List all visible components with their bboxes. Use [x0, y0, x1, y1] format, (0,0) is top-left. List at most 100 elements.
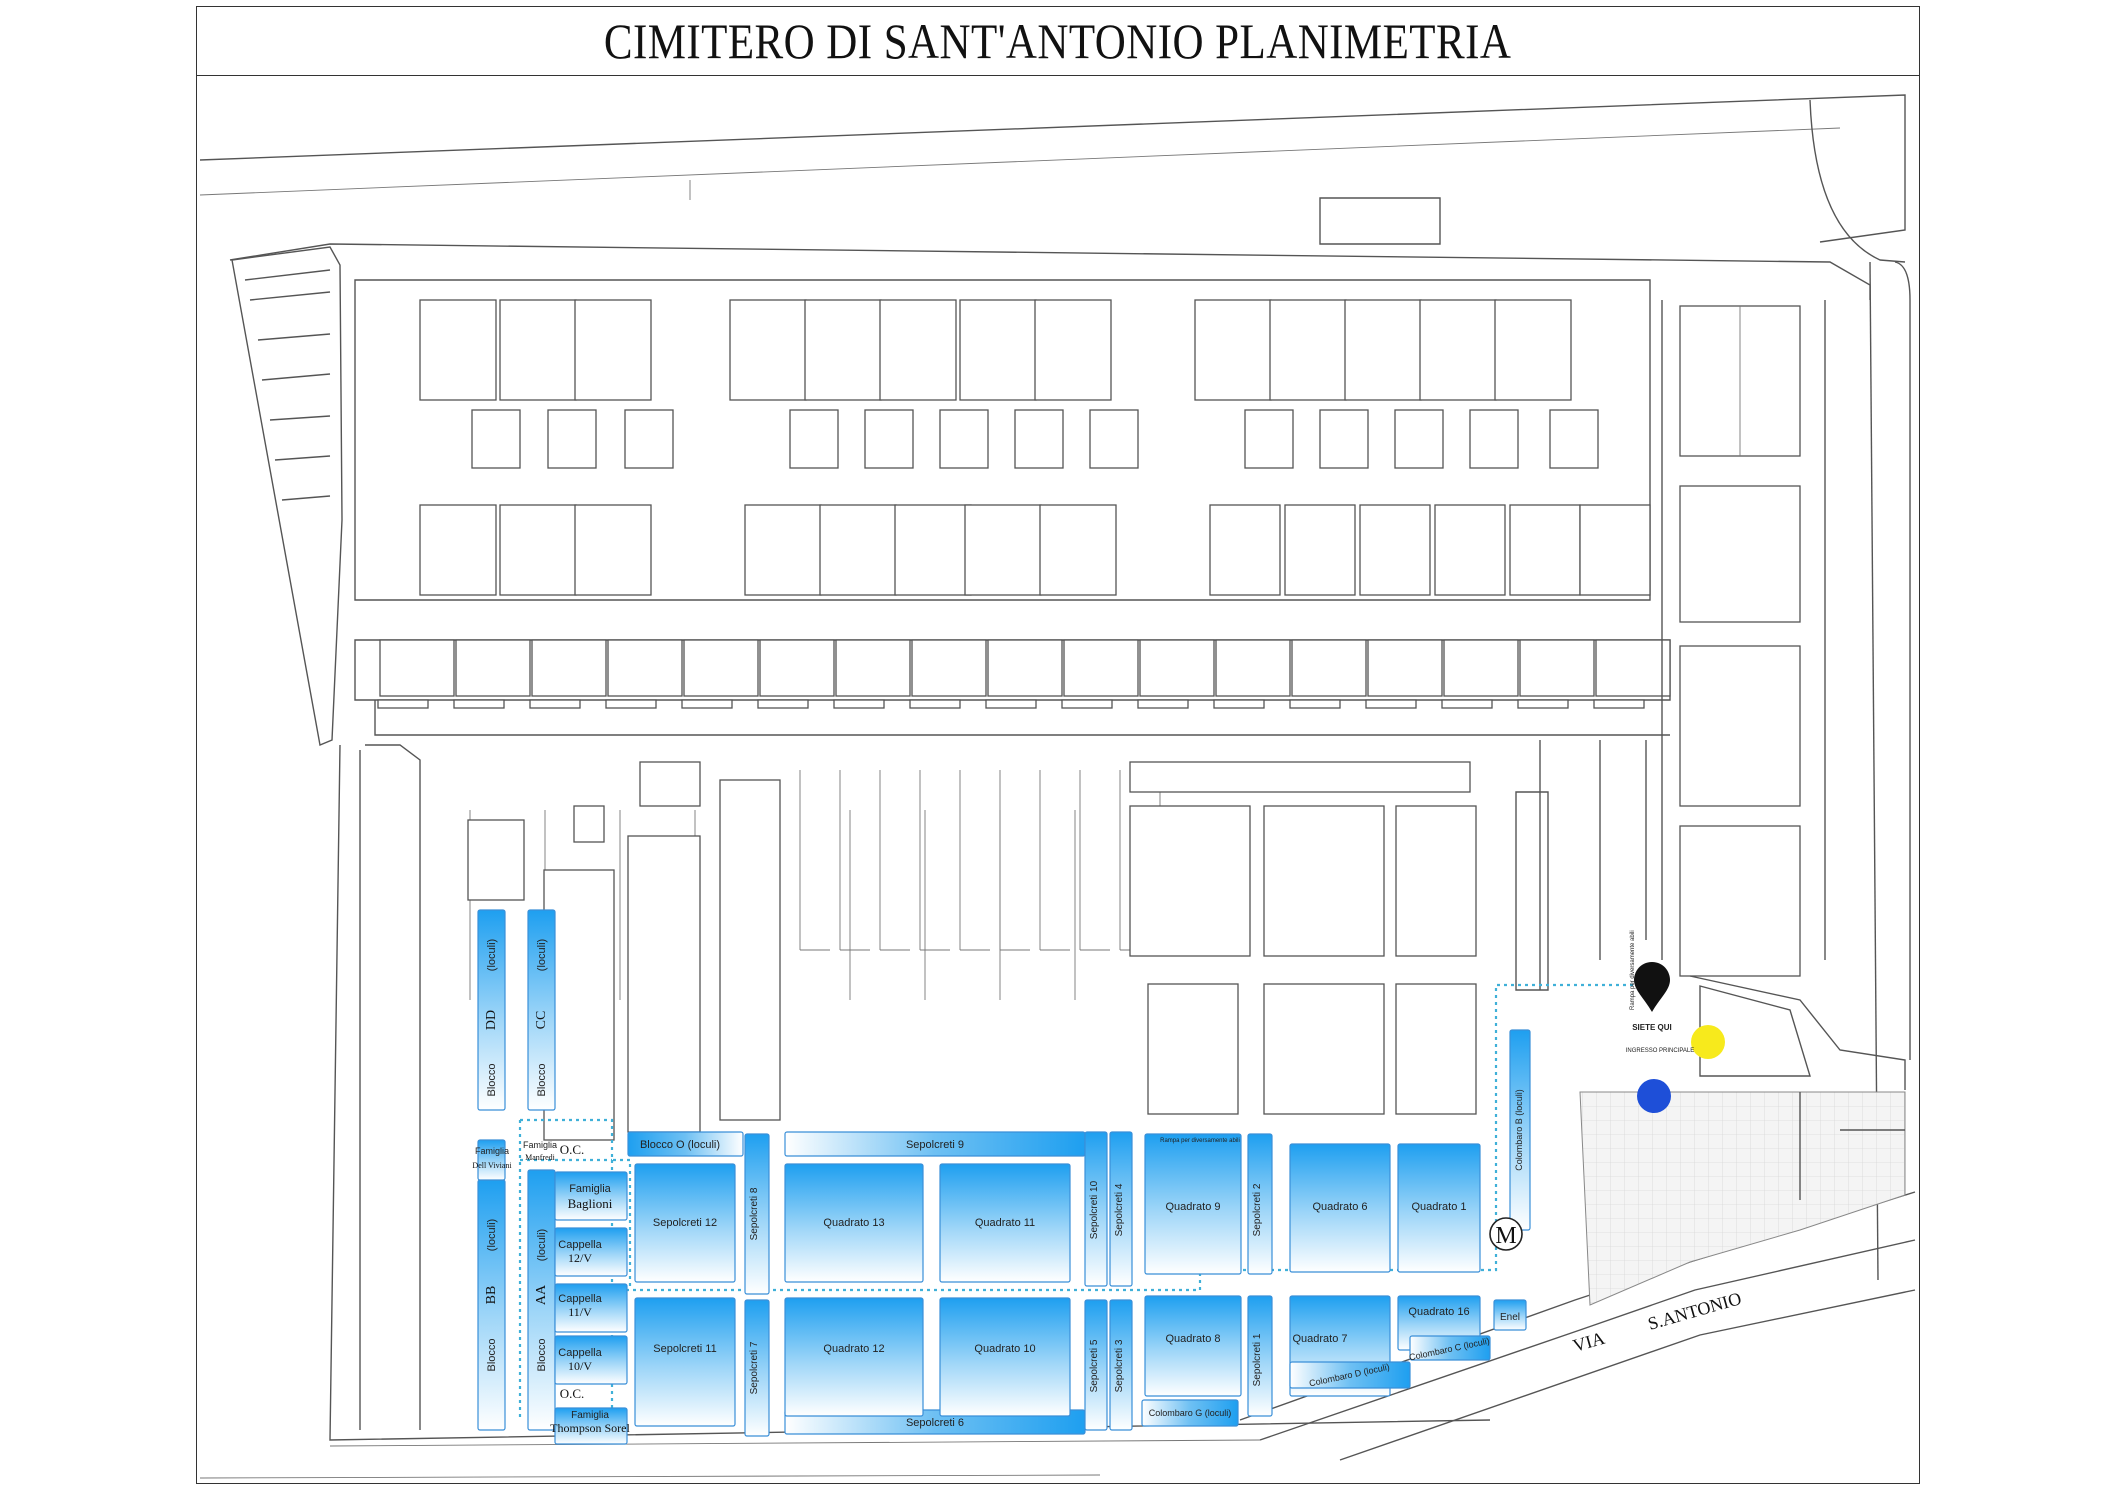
quadrato-6: [1289, 1143, 1391, 1273]
sepolcreti-1: [1247, 1295, 1273, 1417]
ledge: [681, 699, 733, 709]
zone-labels: DD(loculi)BloccoCC(loculi)BloccoBB(locul…: [472, 939, 1524, 1435]
famiglia-thompson-name: Thompson Sorel: [550, 1421, 630, 1435]
blocco-dd-locu: (loculi): [486, 939, 498, 971]
famiglia-baglioni-name: Baglioni: [568, 1196, 613, 1211]
quadrato-1: [1397, 1143, 1481, 1273]
ledge: [1289, 699, 1341, 709]
sepolcreti-12-label: Sepolcreti 12: [653, 1217, 717, 1229]
room: [1284, 504, 1356, 596]
room: [789, 409, 839, 469]
blocco-bb-locu: (loculi): [486, 1219, 498, 1251]
ledge: [1441, 699, 1493, 709]
ledge: [453, 699, 505, 709]
room: [987, 639, 1063, 697]
cappella-label: Cappella: [558, 1239, 602, 1251]
sepolcreti-7: [744, 1299, 770, 1437]
blue-marker: [1637, 1079, 1671, 1113]
quadrato-8: [1144, 1295, 1242, 1397]
room: [1034, 299, 1112, 401]
divider: [1079, 770, 1110, 951]
famiglia-viviani-prefix: Famiglia: [475, 1146, 509, 1156]
room: [1063, 639, 1139, 697]
quadrato-13-label: Quadrato 13: [823, 1217, 884, 1229]
ledge: [1061, 699, 1113, 709]
blocco-bb-blocco: Blocco: [486, 1338, 498, 1371]
room: [683, 639, 759, 697]
cappella-num: 11/V: [568, 1305, 592, 1319]
quadrato-11-label: Quadrato 11: [975, 1217, 1035, 1229]
famiglia-manfredi-name: Manfredi: [525, 1153, 556, 1162]
famiglia-thompson-prefix: Famiglia: [571, 1410, 609, 1421]
room: [1139, 639, 1215, 697]
quadrato-10-label: Quadrato 10: [974, 1343, 1035, 1355]
blue-zones: [477, 909, 1531, 1445]
blocco-cc: [527, 909, 556, 1111]
ledge: [757, 699, 809, 709]
room: [624, 409, 674, 469]
svg-text:Rampa per diversamente abili: Rampa per diversamente abili: [1630, 930, 1636, 1010]
quadrato-7-label: Quadrato 7: [1292, 1333, 1347, 1345]
oc-label-2: O.C.: [560, 1386, 585, 1401]
room: [835, 639, 911, 697]
room: [1419, 299, 1497, 401]
ledge: [1213, 699, 1265, 709]
enel-label: Enel: [1500, 1312, 1520, 1323]
colombaro-c: [1409, 1335, 1491, 1361]
colombaro-b-label: Colombaro B (loculi): [1514, 1089, 1524, 1171]
room: [607, 639, 683, 697]
siete-qui-marker: SIETE QUI: [1632, 962, 1672, 1032]
quadrato-16-label: Quadrato 16: [1408, 1306, 1469, 1318]
entrance-plaza: [1579, 975, 1906, 1306]
cappella-label: Cappella: [558, 1347, 602, 1359]
room: [744, 504, 822, 596]
quadrato-11: [939, 1163, 1071, 1283]
famiglia-baglioni-prefix: Famiglia: [569, 1183, 611, 1195]
room: [531, 639, 607, 697]
room: [1244, 409, 1294, 469]
quadrato-12-label: Quadrato 12: [823, 1343, 884, 1355]
room: [419, 299, 497, 401]
svg-text:SIETE QUI: SIETE QUI: [1632, 1023, 1672, 1032]
sepolcreti-10: [1084, 1131, 1108, 1287]
title-band: CIMITERO DI SANT'ANTONIO PLANIMETRIA: [196, 6, 1920, 76]
ledge: [605, 699, 657, 709]
room: [1194, 299, 1272, 401]
sepolcreti-7-label: Sepolcreti 7: [749, 1341, 760, 1394]
east-plots: [1661, 300, 1826, 977]
blocco-aa-letters: AA: [534, 1284, 549, 1305]
colombaro-g-label: Colombaro G (loculi): [1149, 1408, 1232, 1418]
room: [419, 504, 497, 596]
divider: [919, 770, 950, 951]
blocco-dd-letters: DD: [484, 1010, 499, 1030]
room: [1579, 504, 1651, 596]
divider: [799, 770, 830, 951]
room: [911, 639, 987, 697]
room: [1367, 639, 1443, 697]
sepolcreti-4-label: Sepolcreti 4: [1114, 1183, 1125, 1236]
map-title: CIMITERO DI SANT'ANTONIO PLANIMETRIA: [604, 12, 1512, 69]
room: [894, 504, 972, 596]
room: [1319, 409, 1369, 469]
room: [1215, 639, 1291, 697]
divider: [839, 770, 870, 951]
sepolcreti-1-label: Sepolcreti 1: [1252, 1333, 1263, 1386]
famiglia-manfredi-prefix: Famiglia: [523, 1140, 557, 1150]
room: [1519, 639, 1595, 697]
cappella-12: [554, 1227, 628, 1277]
ledge: [377, 699, 429, 709]
room: [1469, 409, 1519, 469]
room: [1494, 299, 1572, 401]
room: [729, 299, 807, 401]
room: [499, 299, 577, 401]
blocco-cc-locu: (loculi): [536, 939, 548, 971]
room: [547, 409, 597, 469]
cappella-10: [554, 1335, 628, 1385]
divider: [959, 770, 990, 951]
famiglia-thompson: [554, 1407, 628, 1445]
quadrato-1-label: Quadrato 1: [1411, 1201, 1466, 1213]
ledge: [1517, 699, 1569, 709]
sepolcreti-2-label: Sepolcreti 2: [1252, 1183, 1263, 1236]
room: [1443, 639, 1519, 697]
